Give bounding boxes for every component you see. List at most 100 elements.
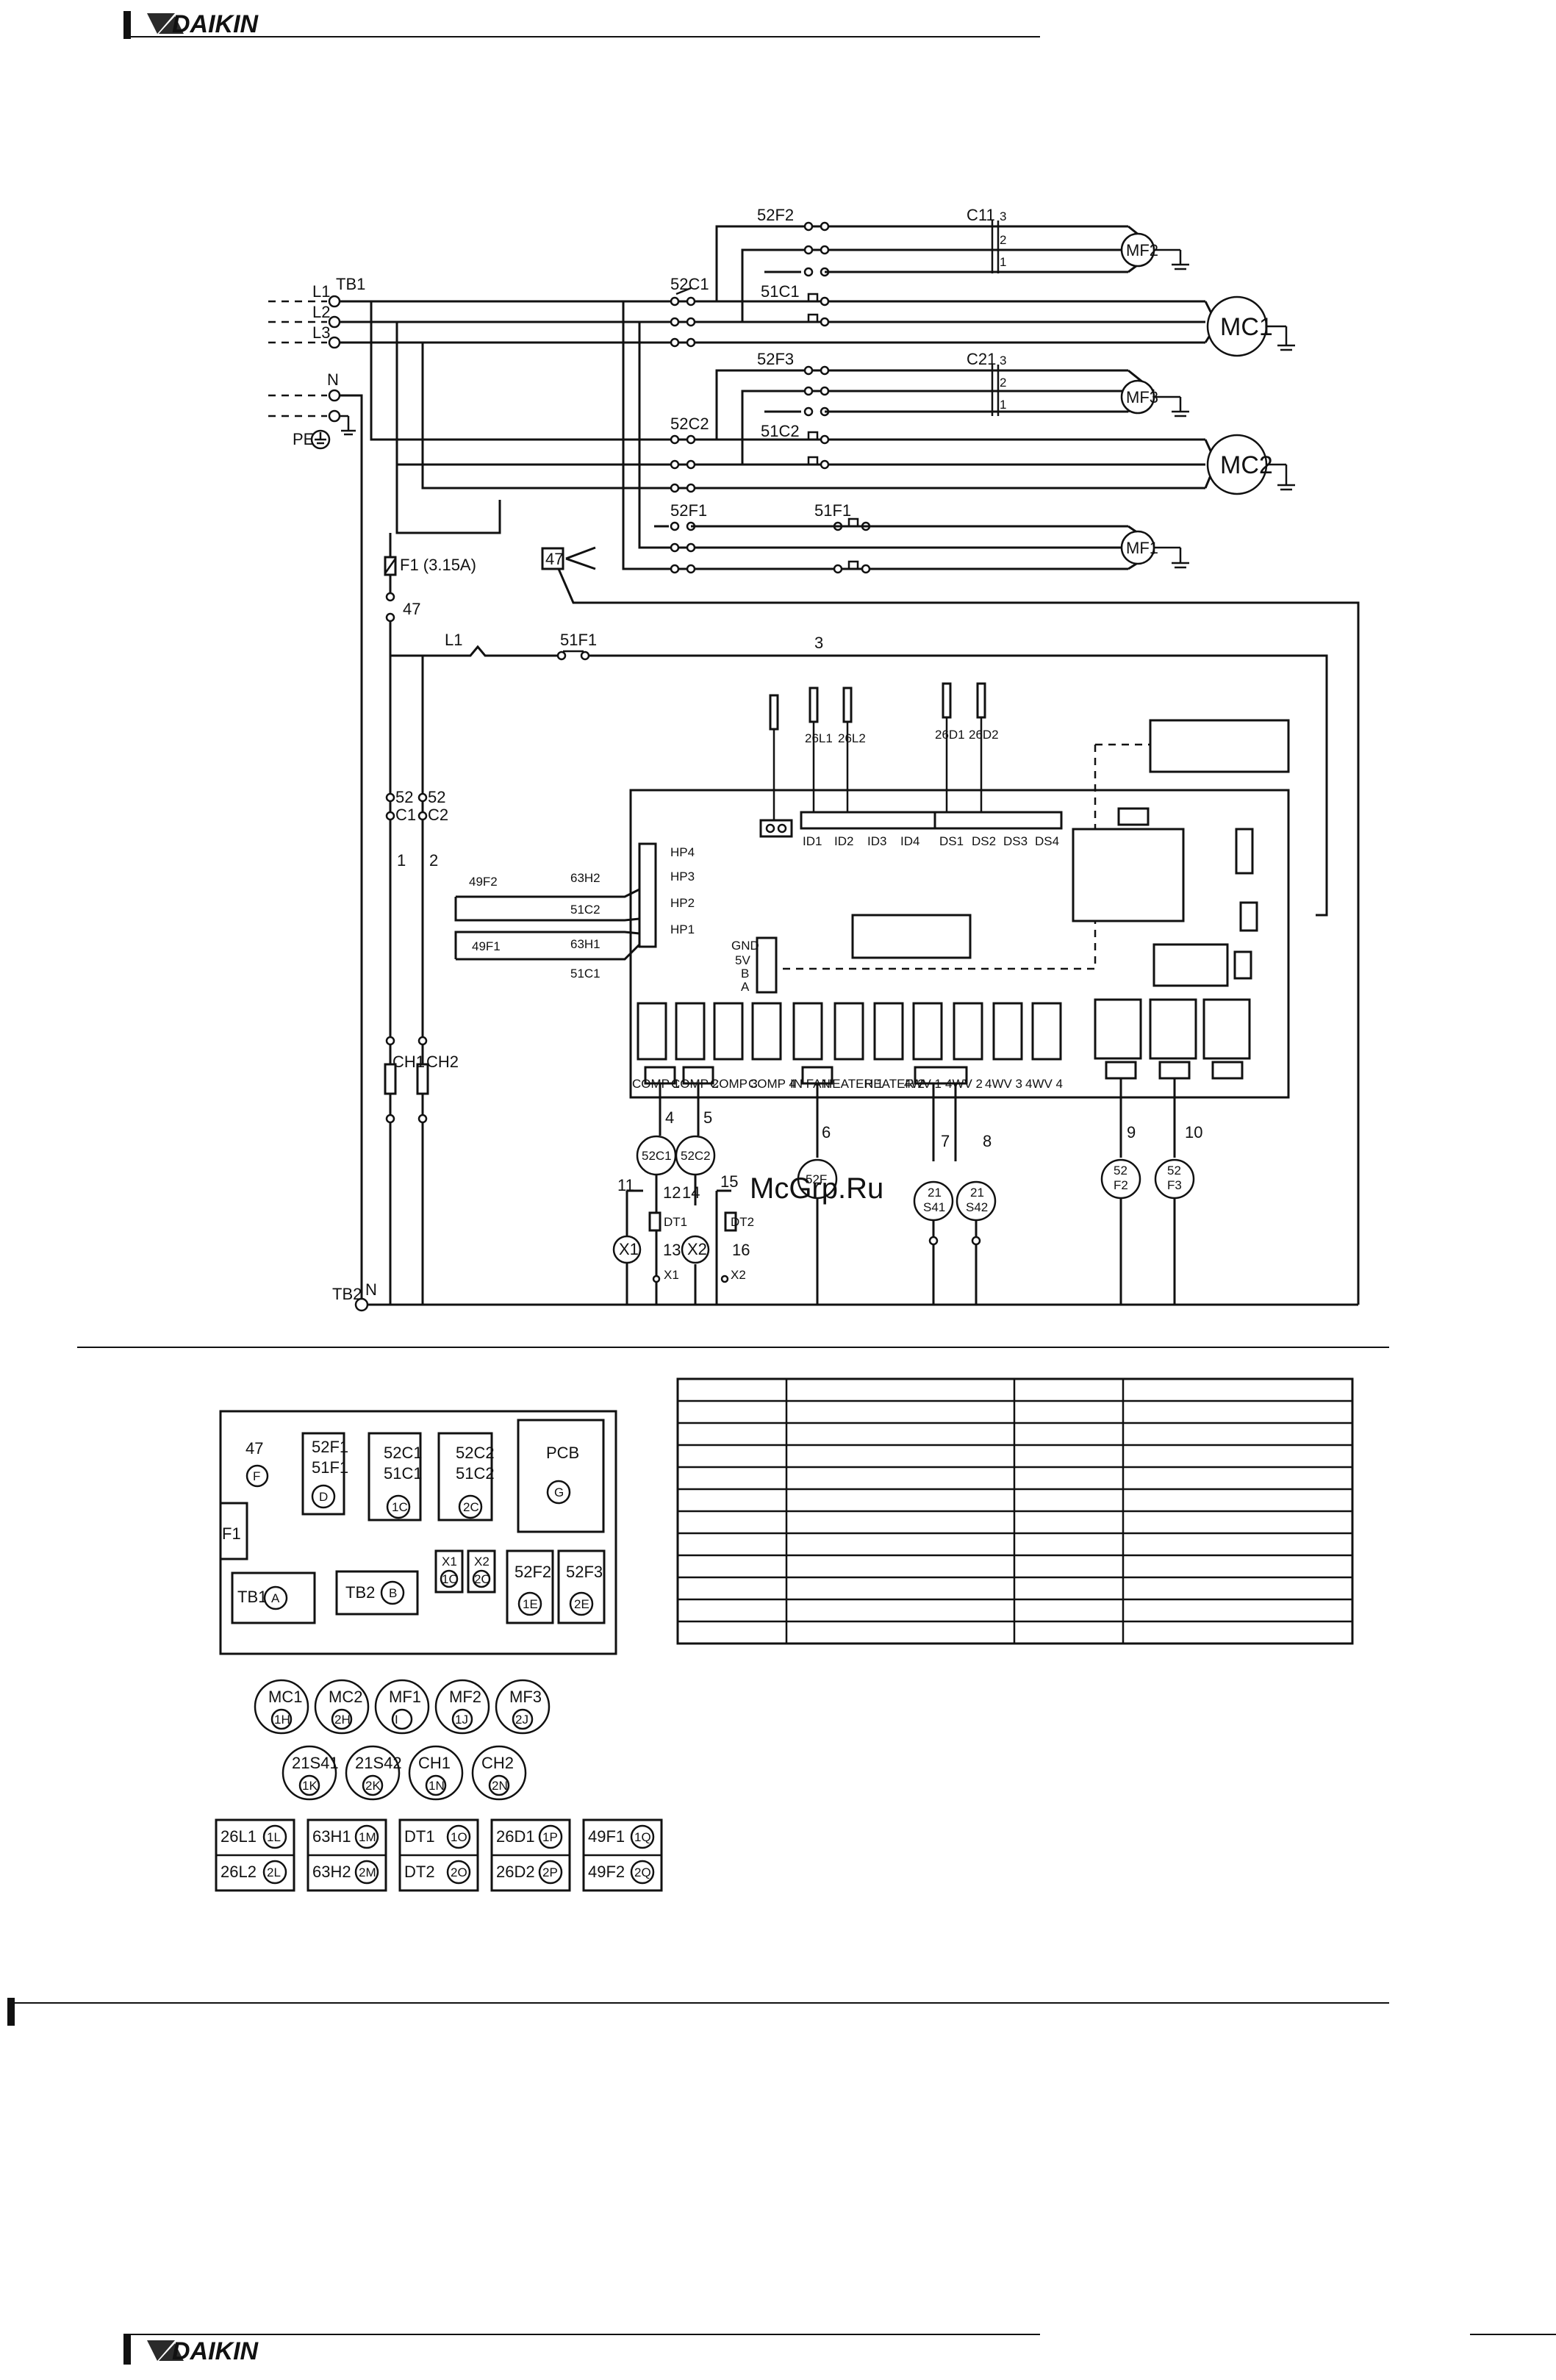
- label-n-bottom: N: [365, 1280, 377, 1299]
- label-fuse: F1 (3.15A): [400, 556, 476, 574]
- label-x1-contact: X1: [664, 1268, 679, 1282]
- label-aux-c2: C2: [428, 806, 448, 824]
- heater-legend-name: 21S42: [355, 1754, 402, 1772]
- label-tb1: TB1: [336, 275, 365, 293]
- motor-legend-code: 1H: [274, 1713, 290, 1727]
- node-12: 12: [663, 1183, 681, 1202]
- capacitor-c21-icon: [991, 365, 1000, 416]
- footer: DAIKIN: [7, 1998, 1556, 2365]
- label-51f1-rail: 51F1: [560, 631, 597, 649]
- label-mf1: MF1: [1126, 539, 1158, 557]
- sensor-legend-name: 63H2: [312, 1863, 351, 1881]
- probe-26d2: 26D2: [969, 728, 999, 742]
- out-4wv2: 4WV 2: [945, 1077, 983, 1091]
- label-x1: X1: [619, 1240, 639, 1258]
- terminal-l2: [328, 315, 341, 329]
- heater-legend-code: 1K: [302, 1779, 318, 1793]
- out-4wv4: 4WV 4: [1025, 1077, 1063, 1091]
- wire-6: 6: [822, 1123, 831, 1141]
- label-dt2: DT2: [731, 1215, 754, 1229]
- out-comp4: COMP 4: [748, 1077, 796, 1091]
- sensor-legend-code: 2P: [542, 1865, 558, 1879]
- pcb-mcu: [851, 914, 972, 959]
- label-wire-1: 1: [397, 851, 406, 870]
- incoming-feeders: [268, 300, 327, 417]
- lay-2c: 2C: [463, 1500, 479, 1514]
- motor-mf3: MF3: [1120, 369, 1189, 417]
- label-l2: L2: [312, 303, 330, 321]
- label-51c1: 51C1: [761, 282, 800, 301]
- safety-49f1: 49F1: [472, 939, 501, 953]
- heater-legend-name: 21S41: [292, 1754, 339, 1772]
- wire-9: 9: [1127, 1123, 1136, 1141]
- label-coil-52f: 52F: [806, 1172, 827, 1186]
- motor-legend-name: MC1: [268, 1688, 302, 1706]
- wire-7: 7: [941, 1132, 950, 1150]
- relay-x2: [681, 1235, 710, 1264]
- out-comp2: COMP 2: [671, 1077, 719, 1091]
- motor-legend-code: 1J: [455, 1713, 468, 1727]
- motors: MF2 MC1 MF3 MC2 MF1: [1120, 225, 1295, 570]
- pcb-label-ds2: DS2: [972, 834, 996, 848]
- label-c11: C11: [967, 206, 995, 224]
- lay-tb1: TB1: [237, 1588, 267, 1606]
- sensor-legend-name: 26L2: [221, 1863, 257, 1881]
- lay-b: B: [389, 1586, 397, 1600]
- lay-2o: 2O: [474, 1572, 491, 1586]
- motor-mf1: MF1: [1120, 525, 1189, 570]
- label-aux-52-2: 52: [428, 788, 445, 806]
- heater-legend-code: 2N: [492, 1779, 508, 1793]
- power-input: TB1 L1 L2 L3 N PE: [268, 275, 365, 450]
- label-coil-52c1: 52C1: [642, 1149, 672, 1163]
- lay-x1: X1: [442, 1555, 457, 1569]
- terminal-pe: [328, 409, 341, 423]
- node-15: 15: [720, 1172, 738, 1191]
- ground-icon: [1277, 326, 1295, 351]
- ground-icon: [310, 429, 331, 450]
- wire-8: 8: [983, 1132, 992, 1150]
- c21-term-2: 2: [1000, 376, 1006, 390]
- lay-1o: 1O: [442, 1572, 459, 1586]
- motor-legend-code: 2H: [334, 1713, 351, 1727]
- out-heater2: HEATER 2: [864, 1077, 925, 1091]
- motor-legend-name: MF1: [389, 1688, 421, 1706]
- pcb-relays: [637, 998, 1251, 1061]
- label-s41-b: S41: [923, 1200, 945, 1214]
- label-x2: X2: [687, 1240, 707, 1258]
- sensor-legend-name: DT2: [404, 1863, 435, 1881]
- pcb-label-ds4: DS4: [1035, 834, 1059, 848]
- c11-term-2: 2: [1000, 233, 1006, 247]
- label-mc2: MC2: [1220, 451, 1273, 479]
- pcb-board: ID1 ID2 ID3 ID4 DS1 DS2 DS3 DS4 26L1 26L…: [454, 682, 1290, 1099]
- label-mc1: MC1: [1220, 313, 1273, 341]
- control-circuit: F1 (3.15A) 47 L1 51F1 3 52 C1 52 C2 1 2 …: [332, 533, 1360, 1312]
- terminal-l1: [328, 295, 341, 308]
- lay-a: A: [271, 1591, 280, 1605]
- safety-63h2: 63H2: [570, 871, 600, 885]
- pcb-label-id4: ID4: [900, 834, 919, 848]
- c21-term-1: 1: [1000, 398, 1006, 412]
- brand-logo-text: DAIKIN: [172, 10, 259, 38]
- c21-term-3: 3: [1000, 354, 1006, 368]
- ground-icon: [1277, 465, 1295, 491]
- probe-26l2: 26L2: [838, 731, 866, 745]
- lay-52f2: 52F2: [515, 1563, 551, 1581]
- sensor-legend-code: 2M: [359, 1865, 376, 1879]
- wire-5: 5: [703, 1108, 712, 1127]
- label-mf3: MF3: [1126, 388, 1158, 406]
- sensor-legend-name: 49F1: [588, 1827, 625, 1846]
- lay-g: G: [554, 1485, 564, 1499]
- heater-legend-code: 2K: [365, 1779, 381, 1793]
- terminal-l3: [328, 336, 341, 349]
- sensor-probes: [769, 682, 986, 820]
- motor-legend-name: MF3: [509, 1688, 542, 1706]
- relay-x1: [612, 1235, 642, 1264]
- label-52f2: 52F2: [757, 206, 794, 224]
- c11-term-1: 1: [1000, 255, 1006, 269]
